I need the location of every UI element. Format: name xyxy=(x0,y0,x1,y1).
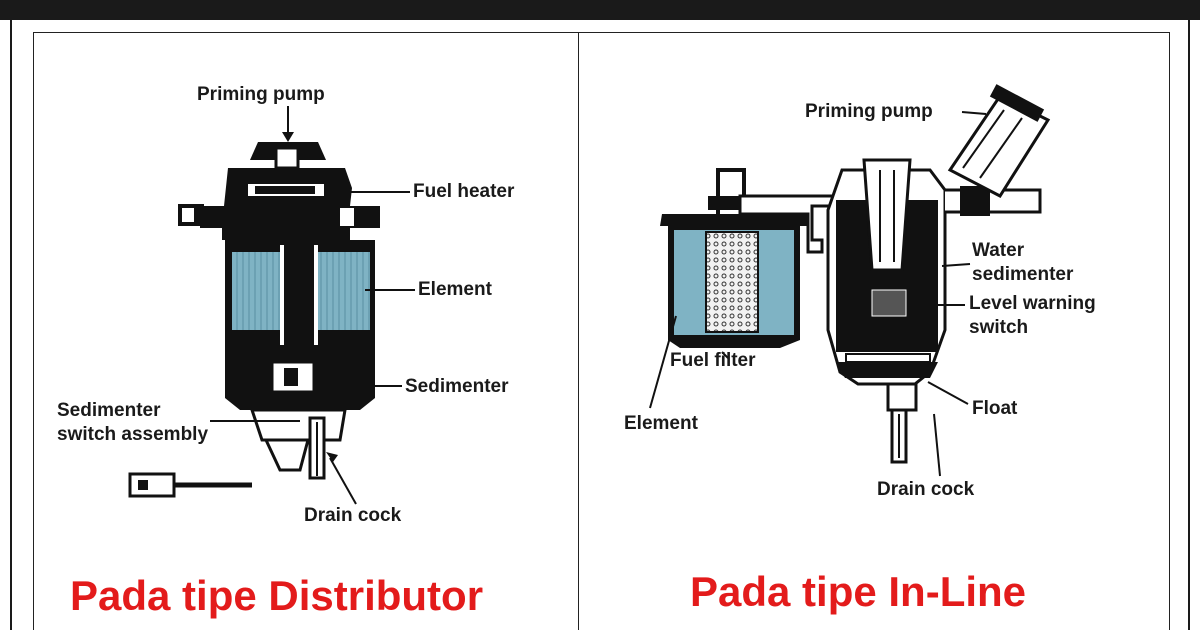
label-water-sedimenter-line1: Water xyxy=(972,240,1025,261)
label-drain-cock-left: Drain cock xyxy=(304,505,402,526)
label-sedimenter-switch-line1: Sedimenter xyxy=(57,400,161,421)
label-fuel-filter: Fuel filter xyxy=(670,350,756,371)
caption-in-line: Pada tipe In-Line xyxy=(690,568,1027,615)
label-priming-pump-left: Priming pump xyxy=(197,84,325,105)
label-fuel-heater: Fuel heater xyxy=(413,181,515,202)
label-water-sedimenter-line2: sedimenter xyxy=(972,264,1074,285)
label-drain-cock-right: Drain cock xyxy=(877,479,975,500)
top-border xyxy=(0,0,1200,20)
label-level-warning-line2: switch xyxy=(969,317,1029,338)
inline-filter-illustration xyxy=(649,84,1051,477)
distributor-filter-illustration xyxy=(128,106,415,505)
caption-distributor: Pada tipe Distributor xyxy=(70,572,484,619)
label-float: Float xyxy=(972,398,1018,419)
label-priming-pump-right: Priming pump xyxy=(805,101,933,122)
label-sedimenter-switch-line2: switch assembly xyxy=(57,424,209,445)
label-element-left: Element xyxy=(418,279,492,300)
label-element-right: Element xyxy=(624,413,698,434)
label-sedimenter: Sedimenter xyxy=(405,376,509,397)
label-level-warning-line1: Level warning xyxy=(969,293,1096,314)
